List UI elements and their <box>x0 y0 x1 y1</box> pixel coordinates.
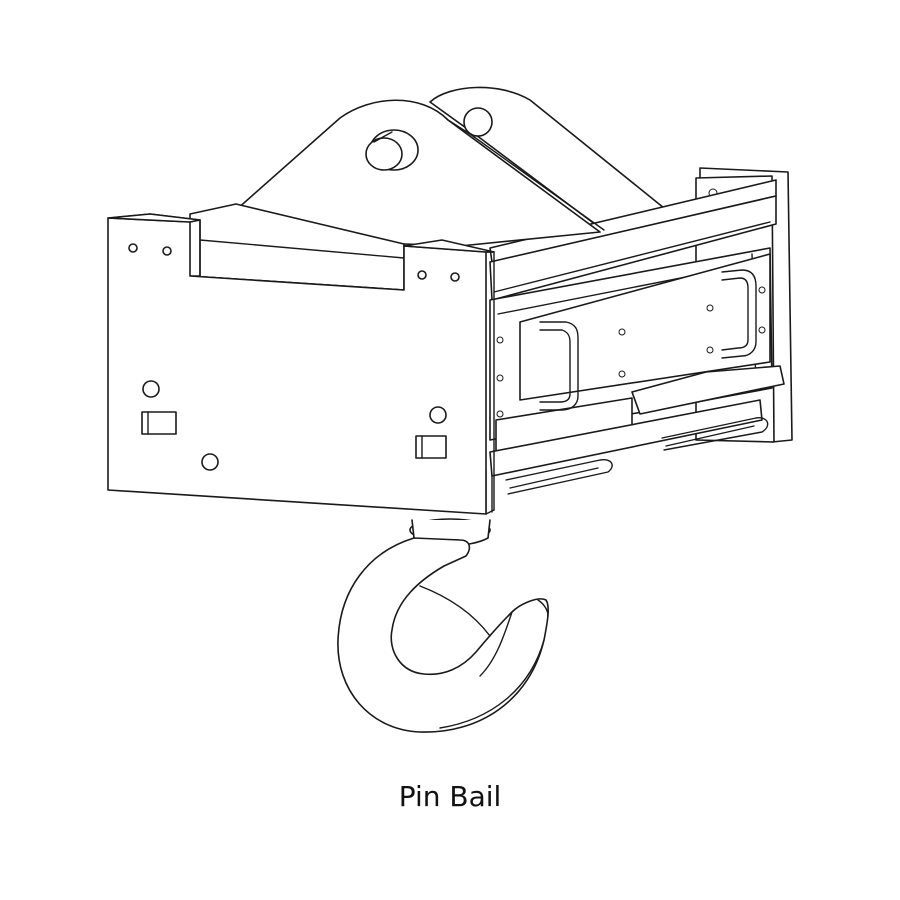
front-side-plate <box>107 213 495 515</box>
front-plate-holes <box>128 243 460 471</box>
top-beam <box>489 179 777 301</box>
bail-pin <box>365 129 419 171</box>
handle-upper-right <box>721 269 757 359</box>
side-beam <box>485 247 785 513</box>
handle-lower-left <box>505 458 613 495</box>
diagram-caption: Pin Bail <box>398 780 502 813</box>
front-plate-slots <box>141 411 447 459</box>
side-beam-holes <box>496 286 766 418</box>
bail-front-plate <box>235 99 605 247</box>
handle-upper-left <box>539 321 579 411</box>
handle-lower-right <box>661 417 769 451</box>
crane-hook <box>337 518 549 733</box>
